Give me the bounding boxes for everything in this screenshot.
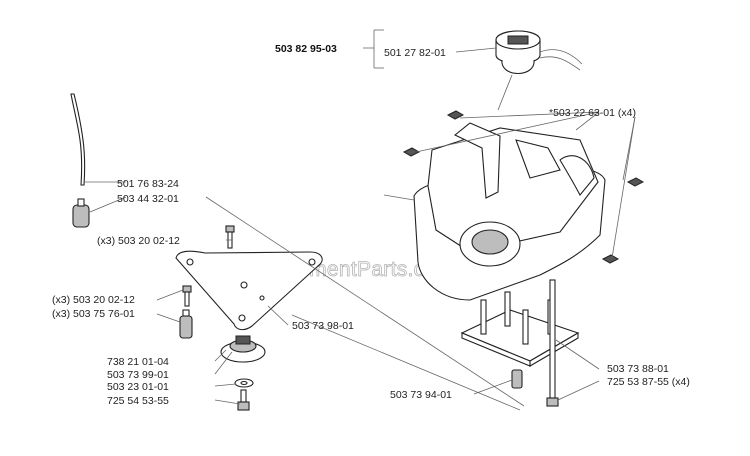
- label-738-21-01-04: 738 21 01-04: [107, 356, 169, 368]
- label-fuel-cap: 501 27 82-01: [384, 47, 446, 59]
- bracket-illustration: [460, 291, 580, 367]
- screw-top-illustration: [225, 225, 235, 249]
- leader-lines: [84, 29, 636, 411]
- screw-left-illustration: [182, 285, 192, 307]
- label-503-73-99-01: 503 73 99-01: [107, 369, 169, 381]
- fuel-hose-illustration: [70, 93, 86, 186]
- label-spacer: (x3) 503 75 76-01: [52, 308, 135, 320]
- label-screw-left: (x3) 503 20 02-12: [52, 294, 135, 306]
- fuel-filter-illustration: [72, 198, 90, 228]
- label-fuel-hose: 501 76 83-24: [117, 178, 179, 190]
- label-rubber-mount: *503 22 63-01 (x4): [549, 107, 636, 119]
- spacer-illustration: [179, 309, 193, 339]
- dampener-illustration: [220, 335, 266, 363]
- mount-plate-illustration: [175, 250, 323, 331]
- label-mount-plate: 503 73 98-01: [292, 320, 354, 332]
- fuel-cap-illustration: [495, 30, 583, 74]
- bolt-illustration: [546, 279, 559, 407]
- label-503-73-94-01: 503 73 94-01: [390, 389, 452, 401]
- rubber-mounts-illustration: [402, 110, 645, 264]
- small-nut-illustration: [511, 369, 523, 389]
- tank-housing-illustration: [413, 122, 606, 301]
- label-bracket: 503 73 88-01: [607, 363, 669, 375]
- label-725-54-53-55: 725 54 53-55: [107, 395, 169, 407]
- label-fuel-cap-assembly: 503 82 95-03: [275, 43, 337, 55]
- washer-illustration: [234, 378, 254, 388]
- label-503-23-01-01: 503 23 01-01: [107, 381, 169, 393]
- label-fuel-filter: 503 44 32-01: [117, 193, 179, 205]
- label-bolt: 725 53 87-55 (x4): [607, 376, 690, 388]
- screw-bottom-illustration: [237, 389, 250, 411]
- label-screw-top: (x3) 503 20 02-12: [97, 235, 180, 247]
